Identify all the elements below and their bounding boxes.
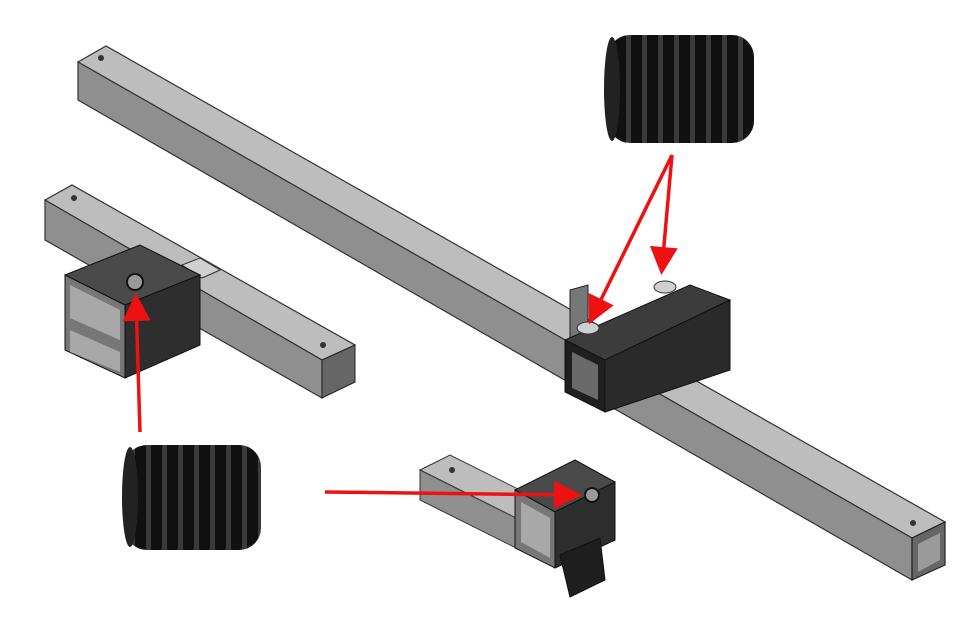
tee-assembly xyxy=(43,184,357,400)
set-screw-icon xyxy=(122,445,261,550)
bracket-piece xyxy=(418,454,617,598)
long-tube xyxy=(76,45,947,582)
set-screw-icon xyxy=(604,35,754,143)
clamp-block xyxy=(563,280,732,413)
arrow-icon xyxy=(122,154,678,509)
